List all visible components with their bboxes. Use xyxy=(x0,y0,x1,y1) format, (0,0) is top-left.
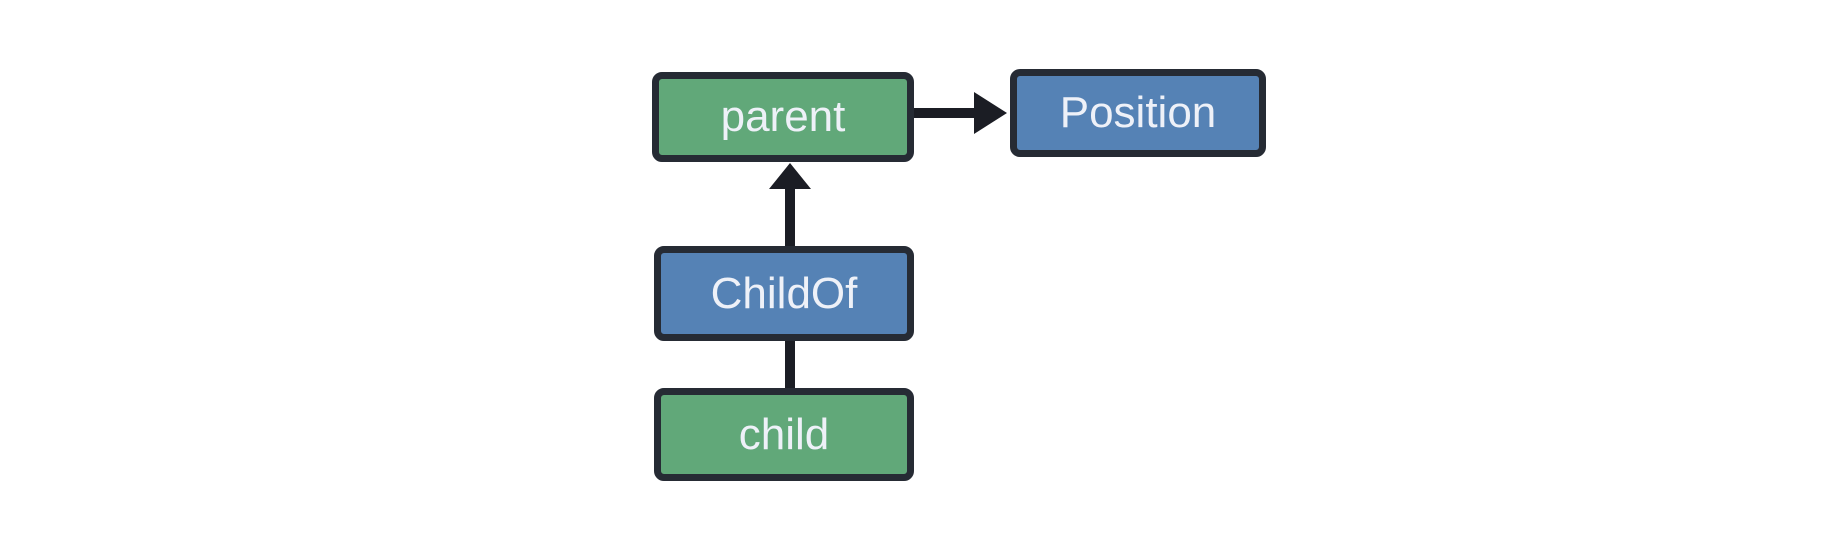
node-child-label: child xyxy=(738,409,830,459)
arrowhead-right-icon xyxy=(974,92,1007,134)
node-childof-label: ChildOf xyxy=(710,268,858,318)
edge-child-childof-line xyxy=(785,341,795,388)
node-child: child xyxy=(654,388,914,481)
node-childof: ChildOf xyxy=(654,246,914,341)
edge-childof-parent-shaft xyxy=(785,186,795,246)
node-parent: parent xyxy=(652,72,914,162)
edge-parent-position-shaft xyxy=(914,108,976,118)
node-position: Position xyxy=(1010,69,1266,157)
node-parent-label: parent xyxy=(720,92,846,141)
arrowhead-up-icon xyxy=(769,163,811,189)
node-position-label: Position xyxy=(1059,88,1217,137)
